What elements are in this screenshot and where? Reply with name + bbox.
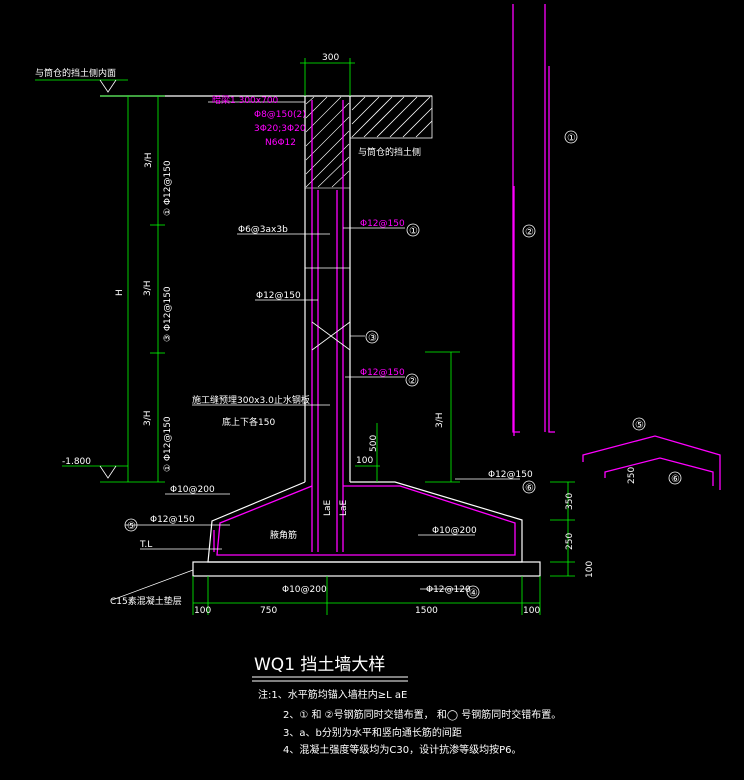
dim-bottom-1500: 1500 <box>415 606 438 616</box>
elevation-label: -1.800 <box>62 457 91 467</box>
dim-3h-3: 3/H <box>143 410 153 426</box>
bar-v-right1-label: Φ12@150 <box>360 219 405 229</box>
beam-label-1: 暗梁1 300x700 <box>212 94 279 106</box>
bar-seg-2: ③ Φ12@150 <box>163 286 173 342</box>
marker-1-top: ① <box>567 133 576 144</box>
joint-label-2: 底上下各150 <box>222 416 275 428</box>
dim-3h-2: 3/H <box>143 280 153 296</box>
dim-100-top: 100 <box>356 456 373 466</box>
marker-1-wall: ① <box>409 226 418 237</box>
bar-toe-top-label: Φ10@200 <box>170 485 215 495</box>
ground-markers <box>99 79 117 479</box>
wall-cross <box>305 267 351 351</box>
soil-hatch <box>349 95 433 139</box>
dim-lae-1: LaE <box>323 499 333 516</box>
stirrup-label: Φ6@3ax3b <box>238 225 288 235</box>
bar-bottom-left-label: Φ10@200 <box>282 585 327 595</box>
joint-key-label: 腋角筋 <box>270 529 297 541</box>
soil-side-label: 与筒仓的挡土侧 <box>358 146 421 158</box>
c15-label: C15素混凝土垫层 <box>110 595 182 607</box>
dim-bottom-100b: 100 <box>523 606 540 616</box>
marker-5-bar: ⑤ <box>635 420 644 431</box>
bar-v-left-label: Φ12@150 <box>256 291 301 301</box>
bar-bottom-right-label: Φ12@120 <box>426 585 471 595</box>
dimension-lines <box>35 58 575 615</box>
marker-2-wall: ② <box>408 376 417 387</box>
bar-seg-3: ① Φ12@150 <box>163 416 173 472</box>
rebar-lines <box>213 4 721 556</box>
ground-top-label: 与筒仓的挡土侧内面 <box>35 67 116 79</box>
marker-6-bar: ⑥ <box>671 474 680 485</box>
bar-toe-left-label: Φ12@150 <box>150 515 195 525</box>
dim-h-label: H <box>115 289 125 296</box>
marker-circles <box>124 130 682 599</box>
dim-bottom-100a: 100 <box>194 606 211 616</box>
marker-2-side: ② <box>525 227 534 238</box>
note-2: 2、① 和 ②号钢筋同时交错布置， 和◯ 号钢筋同时交错布置。 <box>283 708 561 721</box>
marker-5-toe: ⑤ <box>127 521 136 532</box>
footing-outline <box>192 481 541 577</box>
dim-bottom-750: 750 <box>260 606 277 616</box>
dim-250-bar: 250 <box>627 467 637 484</box>
bar-heel-slope-label: Φ10@200 <box>432 526 477 536</box>
dim-350: 350 <box>565 493 575 510</box>
tl-label: T.L <box>139 540 152 550</box>
beam-label-2: Φ8@150(2) <box>254 110 306 120</box>
dim-3h-1: 3/H <box>144 152 154 168</box>
marker-6-heel: ⑥ <box>525 483 534 494</box>
note-4: 4、混凝土强度等级均为C30，设计抗渗等级均按P6。 <box>283 743 521 756</box>
drawing-title: WQ1 挡土墙大样 <box>254 655 385 675</box>
bar-v-right2-label: Φ12@150 <box>360 368 405 378</box>
bar-heel-top-label: Φ12@150 <box>488 470 533 480</box>
marker-3-wall: ③ <box>368 333 377 344</box>
note-3: 3、a、b分别为水平和竖向通长筋的间距 <box>283 726 462 739</box>
dim-lae-2: LaE <box>339 499 349 516</box>
dim-500: 500 <box>369 435 379 452</box>
title-underline <box>252 676 408 682</box>
dim-250: 250 <box>565 533 575 550</box>
dim-100-right: 100 <box>585 561 595 578</box>
joint-label-1: 施工缝预埋300x3.0止水钢板 <box>192 394 310 406</box>
bar-seg-1: ① Φ12@150 <box>163 160 173 216</box>
note-1: 注:1、水平筋均锚入墙柱内≥L aE <box>258 688 407 701</box>
leader-lines <box>111 101 520 601</box>
beam-label-4: N6Φ12 <box>265 138 296 148</box>
dim-3h-right: 3/H <box>435 412 445 428</box>
marker-4-bottom: ④ <box>469 588 478 599</box>
beam-label-3: 3Φ20;3Φ20 <box>254 124 306 134</box>
dim-wall-label: 300 <box>322 53 339 63</box>
